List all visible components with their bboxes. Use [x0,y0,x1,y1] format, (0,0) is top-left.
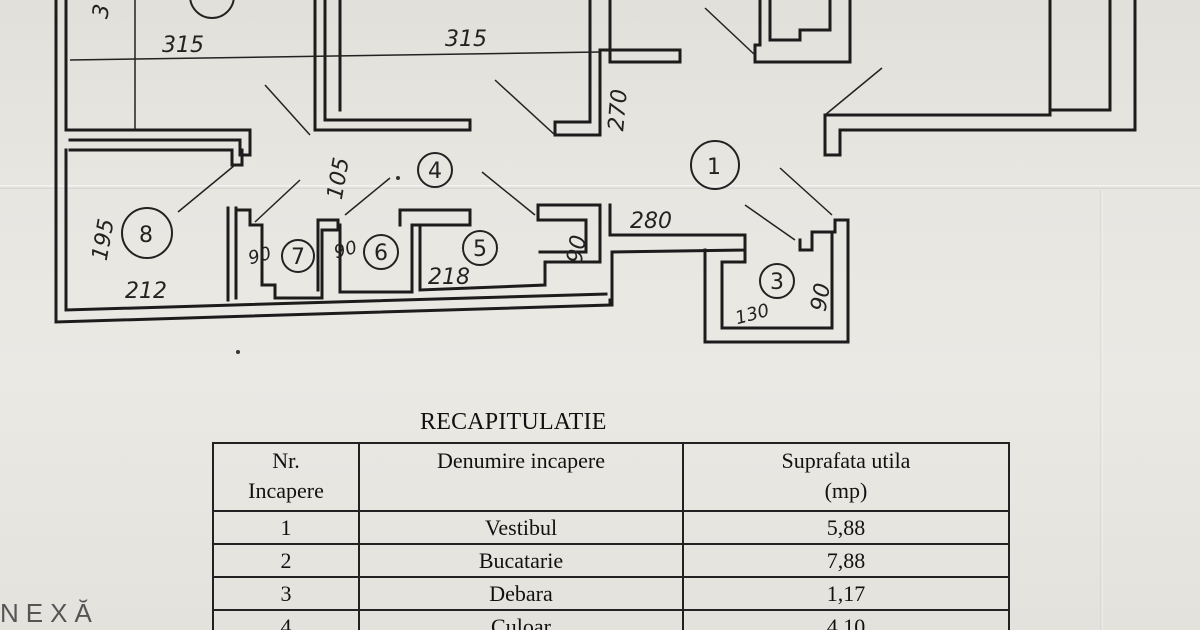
table-row: 3 Debara 1,17 [212,576,1010,611]
room-number-1: 1 [707,155,721,180]
header-area: Suprafata utila (mp) [682,442,1010,512]
door-swing-8 [481,171,536,216]
cell-room-number: 3 [212,576,360,611]
room-number-8: 8 [139,223,153,248]
wall-top-right-1 [753,0,852,64]
wall-270 [553,0,682,137]
header-room-number-line2: Incapere [248,478,324,503]
dim-90-room7: 90 [246,243,274,269]
dim-315-mid: 315 [445,27,487,52]
dim-280: 280 [630,209,672,234]
summary-table: Nr. Incapere Denumire incapere Suprafata… [212,442,1010,630]
header-room-number-line1: Nr. [272,448,300,473]
cell-area: 7,88 [682,543,1010,578]
door-swing-4 [824,67,883,116]
wall-room-3-top [720,248,747,264]
header-room-name: Denumire incapere [358,442,684,512]
cell-room-number: 1 [212,510,360,545]
cell-room-name: Vestibul [358,510,684,545]
dim-212: 212 [125,279,167,304]
table-row: 4 Culoar 4,10 [212,609,1010,630]
cell-area: 5,88 [682,510,1010,545]
header-area-line1: Suprafata utila [781,448,911,473]
door-swing-7 [344,177,391,216]
door-swing-10 [779,167,833,216]
cell-room-name: Culoar [358,609,684,630]
room-circle-7 [281,239,315,273]
wall-room-5 [418,203,602,292]
wall-outer-left-inner [64,0,608,312]
room-number-4: 4 [428,159,442,184]
door-swing-9 [744,204,796,241]
dim-90-room3: 90 [807,281,836,313]
wall-top-right-3 [823,0,1137,157]
dim-195: 195 [88,217,120,263]
cell-room-number: 2 [212,543,360,578]
door-swing-1 [264,84,311,136]
room-circle-8 [121,207,173,259]
dim-130: 130 [733,300,772,329]
wall-room-6 [338,208,472,294]
room-number-6: 6 [374,241,388,266]
room-circle-5 [462,230,498,266]
wall-room-3 [703,218,850,344]
dim-218: 218 [428,265,470,290]
room-circle-4 [417,152,453,188]
header-room-number: Nr. Incapere [212,442,360,512]
summary-title: RECAPITULATIE [420,409,607,435]
header-area-line2: (mp) [824,478,868,503]
paper-fold-horizontal [0,185,1200,189]
room-number-7: 7 [291,245,305,270]
room-circle-1 [690,140,740,190]
dim-315-left: 315 [162,33,204,58]
room-circle-6 [363,234,399,270]
wall-mid-vertical-a [313,0,472,132]
pen-mark [396,176,400,180]
paper-fold-vertical [1100,190,1103,630]
wall-room-7 [236,208,340,300]
wall-room-8-top [68,148,244,167]
room-circle-3 [759,263,795,299]
wall-room-top-left [64,128,252,157]
pen-mark [236,350,240,354]
cell-room-name: Debara [358,576,684,611]
cell-area: 1,17 [682,576,1010,611]
cell-area: 4,10 [682,609,1010,630]
cell-room-number: 4 [212,609,360,630]
door-swing-2 [494,79,556,136]
dim-line-top [69,51,601,61]
dim-3-top: 3 [88,2,115,20]
door-swing-5 [177,164,236,213]
wall-outer-left [54,0,612,324]
summary-header-row: Nr. Incapere Denumire incapere Suprafata… [212,442,1010,512]
dim-90-room5: 90 [563,233,592,265]
wall-top-right-2 [768,0,832,42]
wall-corridor-280 [608,203,747,307]
door-swing-6 [254,179,301,223]
table-row: 1 Vestibul 5,88 [212,510,1010,545]
wall-room-3-inner [720,233,834,330]
wall-top-right-4 [1048,0,1112,112]
door-swing-3 [704,7,756,56]
annex-label: NEXĂ [0,598,99,628]
cell-room-name: Bucatarie [358,543,684,578]
floor-plan-drawing: 1 3 4 5 6 7 8 315 315 3 270 105 195 212 … [54,0,1137,354]
room-number-5: 5 [473,237,487,262]
dim-270: 270 [604,88,633,132]
dim-90-room6: 90 [332,237,360,263]
header-room-name-text: Denumire incapere [437,448,605,473]
dim-105: 105 [323,156,355,202]
table-row: 2 Bucatarie 7,88 [212,543,1010,578]
wall-room-8-right [226,206,238,302]
room-circle-2-partial [189,0,235,19]
room-number-3: 3 [770,270,784,295]
